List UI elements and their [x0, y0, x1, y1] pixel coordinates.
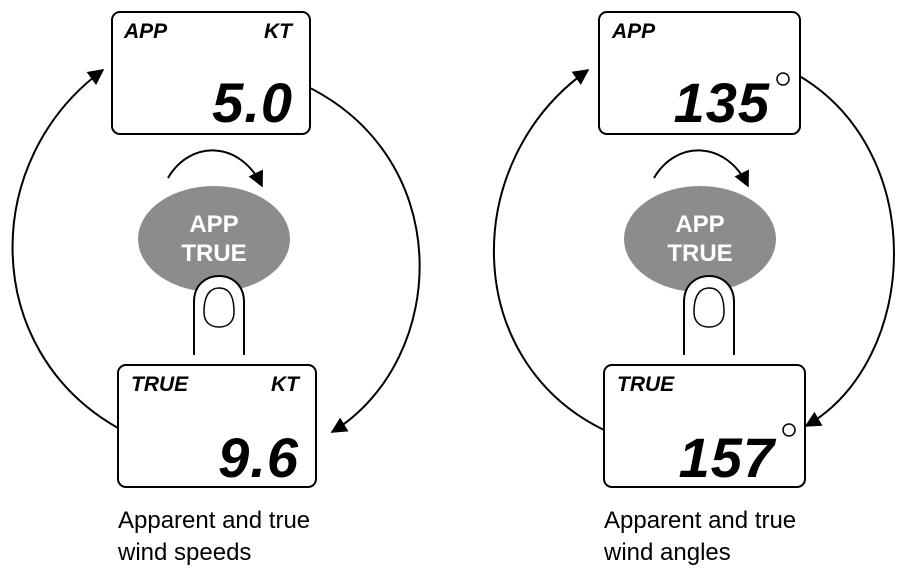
cycle-arrow-right-icon — [292, 79, 421, 433]
press-arrow-icon — [167, 149, 263, 188]
degree-circle-icon — [776, 72, 790, 86]
speed-panel: APP KT 5.0 APP TRUE TRUE KT 9.6 Apparent… — [11, 11, 421, 566]
app-speed-display: APP KT 5.0 — [111, 11, 311, 135]
degree-circle-icon — [782, 423, 796, 437]
app-speed-value: 5.0 — [212, 71, 293, 134]
cycle-arrow-left-icon — [11, 69, 119, 429]
angle-caption-line2: wind angles — [603, 539, 731, 566]
app-angle-value: 135 — [674, 71, 770, 134]
true-mode-label: TRUE — [131, 373, 189, 396]
app-angle-display: APP 135 — [598, 11, 801, 135]
button-label-true: TRUE — [181, 240, 246, 267]
true-angle-display: TRUE 157 — [603, 364, 806, 489]
button-label-true: TRUE — [667, 240, 732, 267]
true-mode-label: TRUE — [617, 373, 675, 396]
speed-caption-line2: wind speeds — [117, 539, 251, 566]
press-arrow-icon — [653, 149, 749, 188]
speed-caption-line1: Apparent and true — [118, 507, 310, 534]
true-speed-value: 9.6 — [218, 426, 299, 489]
cycle-arrow-left-icon — [492, 69, 605, 431]
angle-panel: APP 135 APP TRUE TRUE 157 Apparent and t… — [492, 11, 895, 566]
app-mode-label: APP — [611, 20, 656, 43]
app-unit-label: KT — [264, 20, 294, 43]
true-angle-value: 157 — [679, 426, 777, 489]
true-unit-label: KT — [271, 373, 301, 396]
angle-caption-line1: Apparent and true — [604, 507, 796, 534]
app-true-button[interactable]: APP TRUE — [138, 186, 290, 292]
button-label-app: APP — [675, 211, 724, 238]
finger-icon — [193, 274, 245, 355]
true-speed-display: TRUE KT 9.6 — [117, 364, 317, 489]
app-true-button[interactable]: APP TRUE — [624, 186, 776, 292]
app-mode-label: APP — [123, 20, 168, 43]
cycle-arrow-right-icon — [795, 73, 895, 427]
finger-icon — [683, 274, 735, 355]
button-label-app: APP — [189, 211, 238, 238]
